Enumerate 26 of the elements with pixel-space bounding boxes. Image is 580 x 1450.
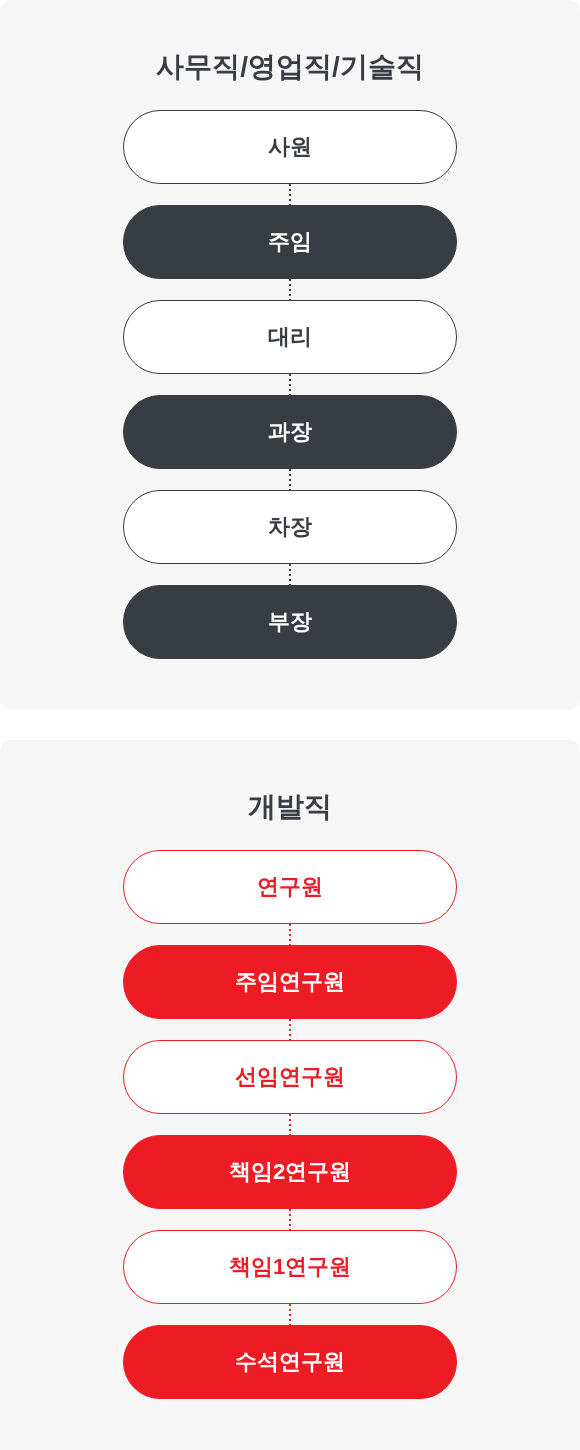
- rank-pill-filled: 수석연구원: [123, 1325, 457, 1399]
- panel: [0, 0, 580, 710]
- connector-line: [289, 1113, 291, 1136]
- connector-line: [289, 468, 291, 491]
- rank-pill-filled: 책임2연구원: [123, 1135, 457, 1209]
- connector-line: [289, 563, 291, 586]
- rank-pill: 선임연구원: [123, 1040, 457, 1114]
- panel: [0, 740, 580, 1450]
- connector-line: [289, 183, 291, 206]
- section-heading: 사무직/영업직/기술직: [156, 50, 424, 84]
- rank-pill: 사원: [123, 110, 457, 184]
- rank-pill-filled: 주임연구원: [123, 945, 457, 1019]
- section-heading: 개발직: [248, 790, 332, 824]
- rank-pill-filled: 주임: [123, 205, 457, 279]
- connector-line: [289, 1018, 291, 1041]
- connector-line: [289, 278, 291, 301]
- rank-pill: 책임1연구원: [123, 1230, 457, 1304]
- rank-pill-filled: 과장: [123, 395, 457, 469]
- rank-pill-filled: 부장: [123, 585, 457, 659]
- rank-pill: 차장: [123, 490, 457, 564]
- rank-pill: 연구원: [123, 850, 457, 924]
- connector-line: [289, 373, 291, 396]
- connector-line: [289, 1208, 291, 1231]
- connector-line: [289, 923, 291, 946]
- connector-line: [289, 1303, 291, 1326]
- rank-pill: 대리: [123, 300, 457, 374]
